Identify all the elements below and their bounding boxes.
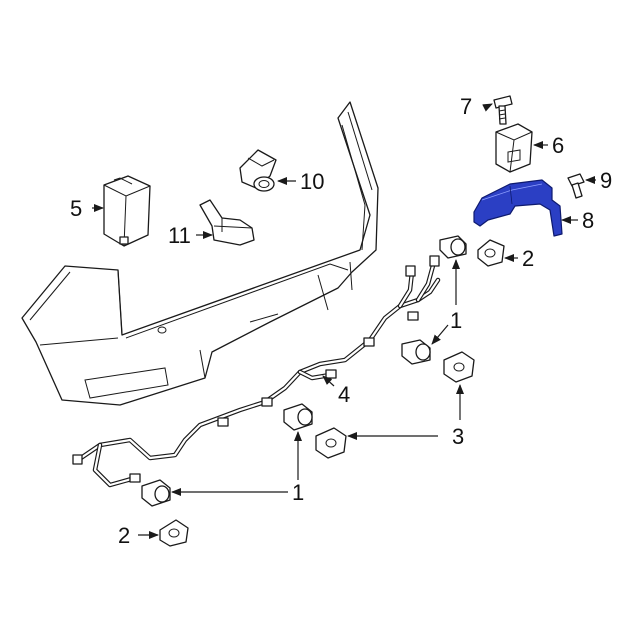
callout-4: 4	[338, 382, 350, 407]
rear-bumper-cover	[21, 101, 379, 406]
callout-1-top: 1	[450, 308, 462, 333]
callout-8: 8	[582, 208, 594, 233]
callout-10: 10	[300, 169, 324, 194]
sensor-bracket-center	[315, 427, 347, 459]
callout-2-right: 2	[522, 246, 534, 271]
highlighted-bracket	[473, 179, 563, 237]
callout-5: 5	[70, 196, 82, 221]
screw-9	[567, 173, 585, 199]
callout-1-bottom: 1	[292, 480, 304, 505]
parking-sensor-middle	[401, 339, 431, 365]
sensor-holder-left	[159, 519, 189, 547]
bolt-7	[493, 95, 513, 125]
parking-sensor-center	[283, 403, 313, 431]
callout-9: 9	[600, 168, 612, 193]
callout-7: 7	[460, 94, 472, 119]
sensor-bracket-right	[443, 351, 475, 383]
control-module	[103, 175, 151, 247]
callout-6: 6	[552, 133, 564, 158]
callout-3: 3	[452, 424, 464, 449]
callout-11: 11	[168, 223, 191, 248]
sensor-bracket	[239, 149, 277, 192]
leader-lines	[92, 103, 596, 539]
parking-sensor-upper	[439, 235, 467, 259]
wiring-harness	[72, 255, 441, 488]
module-cover	[495, 123, 533, 173]
sensor-holder-right	[477, 239, 505, 267]
parking-sensor-lower	[141, 479, 171, 507]
mounting-clip	[199, 199, 255, 246]
callout-2-left: 2	[118, 523, 130, 548]
